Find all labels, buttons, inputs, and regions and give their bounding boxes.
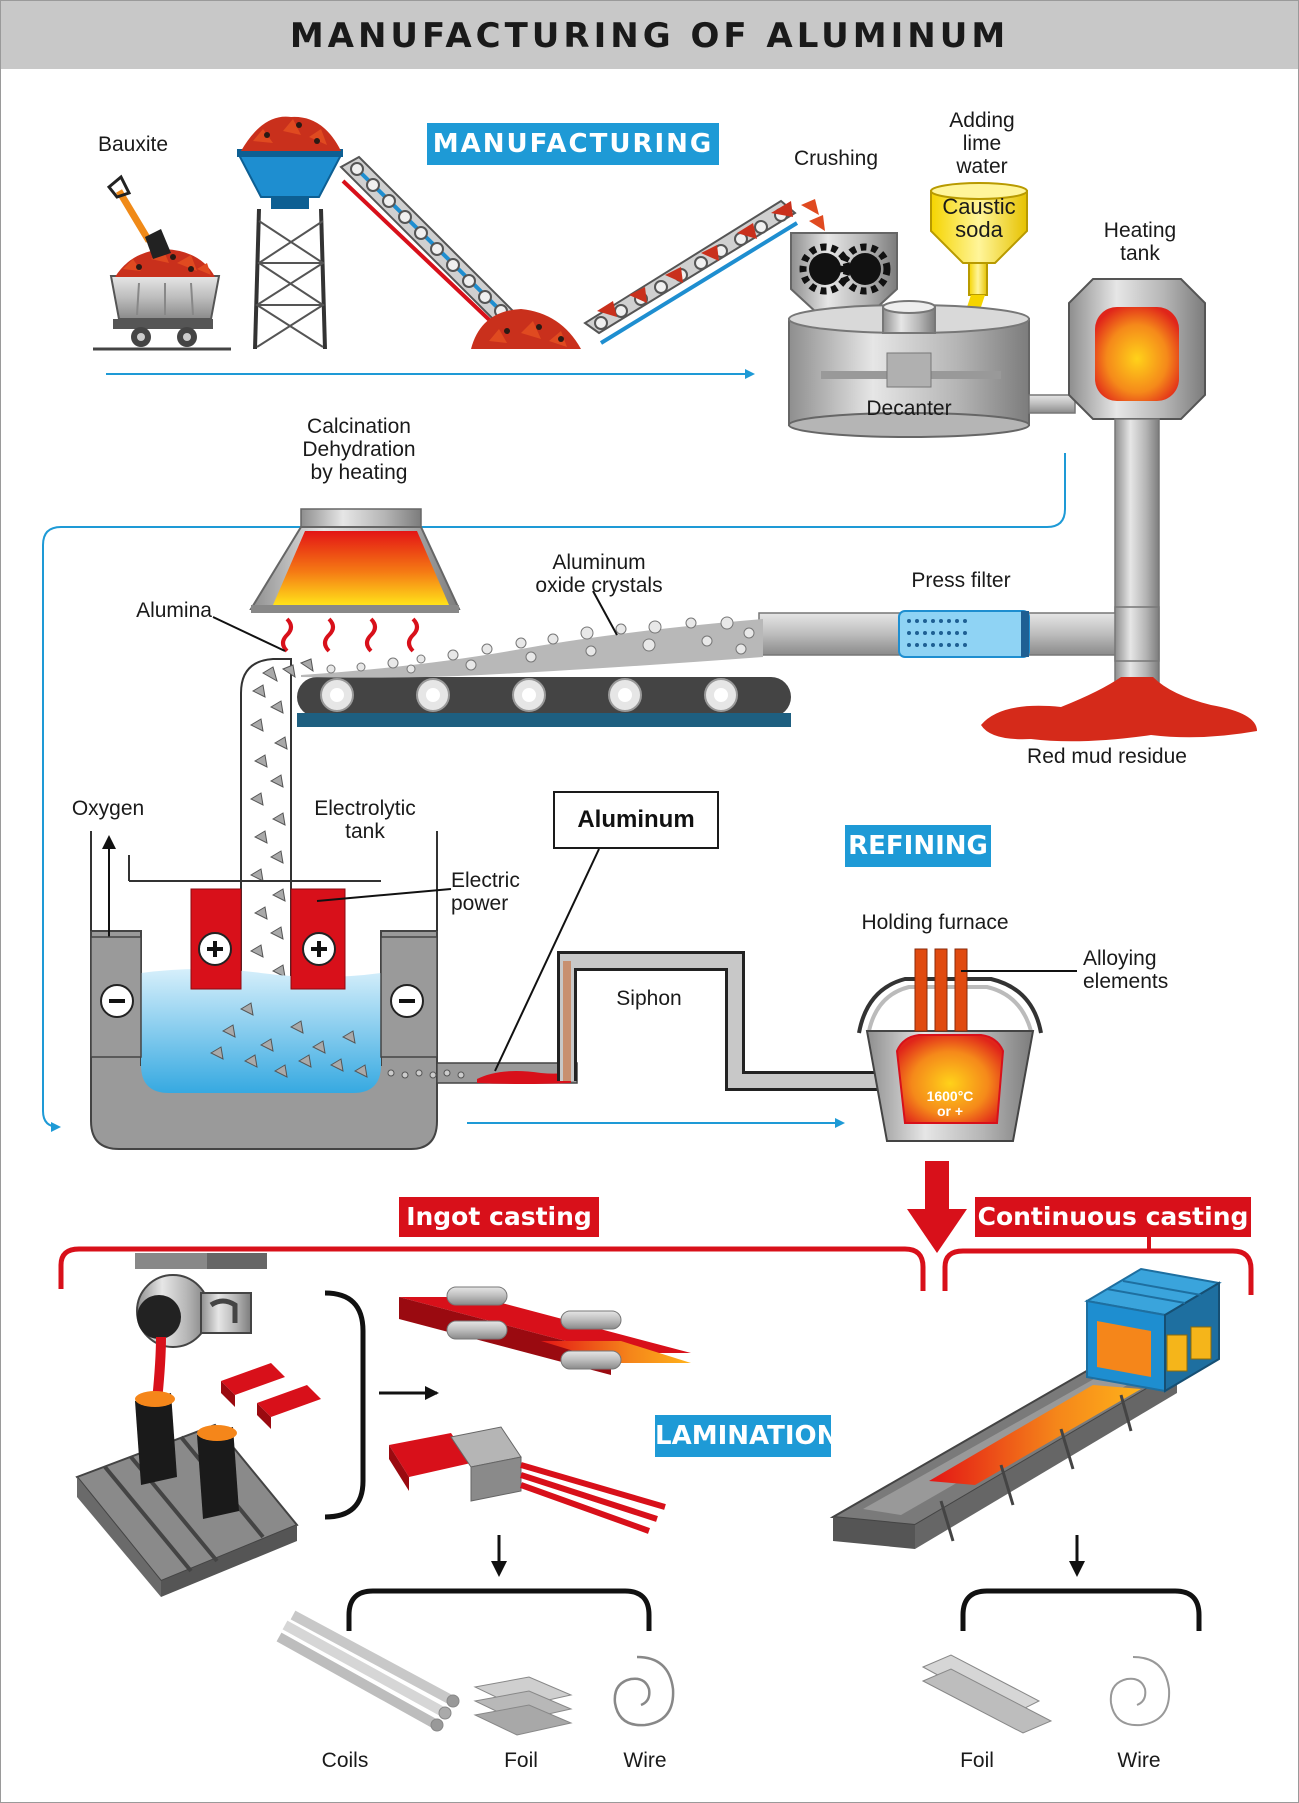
foil-icon-left bbox=[473, 1676, 573, 1736]
label-siphon: Siphon bbox=[616, 987, 682, 1010]
decanter-tank bbox=[788, 300, 1030, 438]
label-aluminum-oxide-crystals: Aluminum oxide crystals bbox=[535, 551, 663, 597]
label-decanter: Decanter bbox=[866, 397, 952, 420]
hopper-tower bbox=[237, 116, 343, 350]
holding-furnace bbox=[857, 948, 1043, 1142]
products-arrow-right-icon bbox=[1069, 1535, 1085, 1577]
crusher-unit bbox=[790, 232, 898, 314]
label-oxygen: Oxygen bbox=[71, 797, 145, 820]
label-press-filter: Press filter bbox=[911, 569, 1011, 592]
crusher-gear-icon bbox=[799, 243, 891, 295]
label-caustic-soda: Caustic soda bbox=[942, 194, 1016, 242]
wire-spiral-icon-right bbox=[1109, 1656, 1171, 1727]
red-mud-puddle bbox=[981, 677, 1257, 742]
refining-badge: REFINING bbox=[845, 825, 991, 867]
continuous-casting-machine bbox=[829, 1267, 1222, 1549]
lamination-bracket bbox=[324, 1290, 366, 1520]
vertical-pipe bbox=[1114, 418, 1160, 706]
rolling-mill bbox=[399, 1286, 691, 1375]
aluminum-leader bbox=[494, 848, 600, 1072]
red-down-arrow-icon bbox=[907, 1161, 967, 1253]
press-filter bbox=[898, 610, 1030, 658]
label-adding-lime-water: Adding lime water bbox=[949, 109, 1015, 178]
foil-icon-right bbox=[921, 1654, 1053, 1734]
label-red-mud-residue: Red mud residue bbox=[1027, 745, 1187, 768]
label-heating-tank: Heating tank bbox=[1103, 219, 1177, 265]
label-calcination: Calcination Dehydration by heating bbox=[302, 415, 416, 484]
label-wire-right: Wire bbox=[1117, 1749, 1161, 1772]
label-foil-right: Foil bbox=[960, 1749, 994, 1772]
label-temperature: 1600°C or + bbox=[926, 1088, 974, 1119]
page-title: MANUFACTURING OF ALUMINUM bbox=[289, 16, 1010, 56]
anode-plus-icon-right bbox=[302, 932, 336, 966]
label-alumina: Alumina bbox=[136, 599, 212, 622]
alumina-chute bbox=[240, 658, 314, 1038]
label-bauxite: Bauxite bbox=[97, 133, 169, 156]
cathode-minus-icon-right bbox=[390, 984, 424, 1018]
label-aluminum: Aluminum bbox=[553, 791, 719, 849]
title-bar bbox=[1, 1, 1298, 69]
conveyor-belt-2 bbox=[583, 199, 825, 345]
label-alloying-elements: Alloying elements bbox=[1083, 947, 1169, 993]
mine-cart-icon bbox=[93, 249, 231, 351]
calcination-hood bbox=[249, 508, 461, 653]
shovel-icon bbox=[106, 174, 171, 259]
alumina-leader bbox=[212, 616, 286, 652]
cathode-minus-icon-left bbox=[100, 984, 134, 1018]
crystals-leader bbox=[592, 590, 618, 636]
label-coils: Coils bbox=[321, 1749, 369, 1772]
products-bracket-left bbox=[346, 1588, 652, 1631]
products-arrow-left-icon bbox=[491, 1535, 507, 1577]
heating-tank bbox=[1068, 278, 1206, 420]
ingot-casting-station bbox=[75, 1253, 321, 1597]
continuous-bracket bbox=[942, 1248, 1254, 1295]
conveyor-belt-1 bbox=[339, 155, 581, 349]
ingot-casting-badge: Ingot casting bbox=[399, 1197, 599, 1237]
wire-spiral-icon-left bbox=[613, 1655, 675, 1727]
label-foil-left: Foil bbox=[504, 1749, 538, 1772]
label-holding-furnace: Holding furnace bbox=[861, 911, 1009, 934]
siphon-pipe bbox=[557, 951, 881, 1091]
coils-icon bbox=[276, 1610, 460, 1732]
anode-plus-icon-left bbox=[198, 932, 232, 966]
pipe-decanter-heating bbox=[1028, 394, 1076, 414]
wire-drawing-machine bbox=[389, 1426, 666, 1534]
label-electric-power: Electric power bbox=[451, 869, 520, 915]
label-wire-left: Wire bbox=[623, 1749, 667, 1772]
lamination-badge: LAMINATION bbox=[655, 1415, 838, 1457]
manufacturing-badge: MANUFACTURING bbox=[427, 123, 719, 165]
crystal-conveyor bbox=[297, 616, 791, 727]
flow-arrow-return bbox=[42, 453, 1066, 1132]
ingot-bracket bbox=[58, 1246, 926, 1291]
label-electrolytic-tank: Electrolytic tank bbox=[314, 797, 416, 843]
products-bracket-right bbox=[960, 1588, 1202, 1631]
label-crushing: Crushing bbox=[793, 147, 879, 170]
continuous-casting-badge: Continuous casting bbox=[975, 1197, 1251, 1237]
electric-power-leader bbox=[316, 888, 452, 902]
